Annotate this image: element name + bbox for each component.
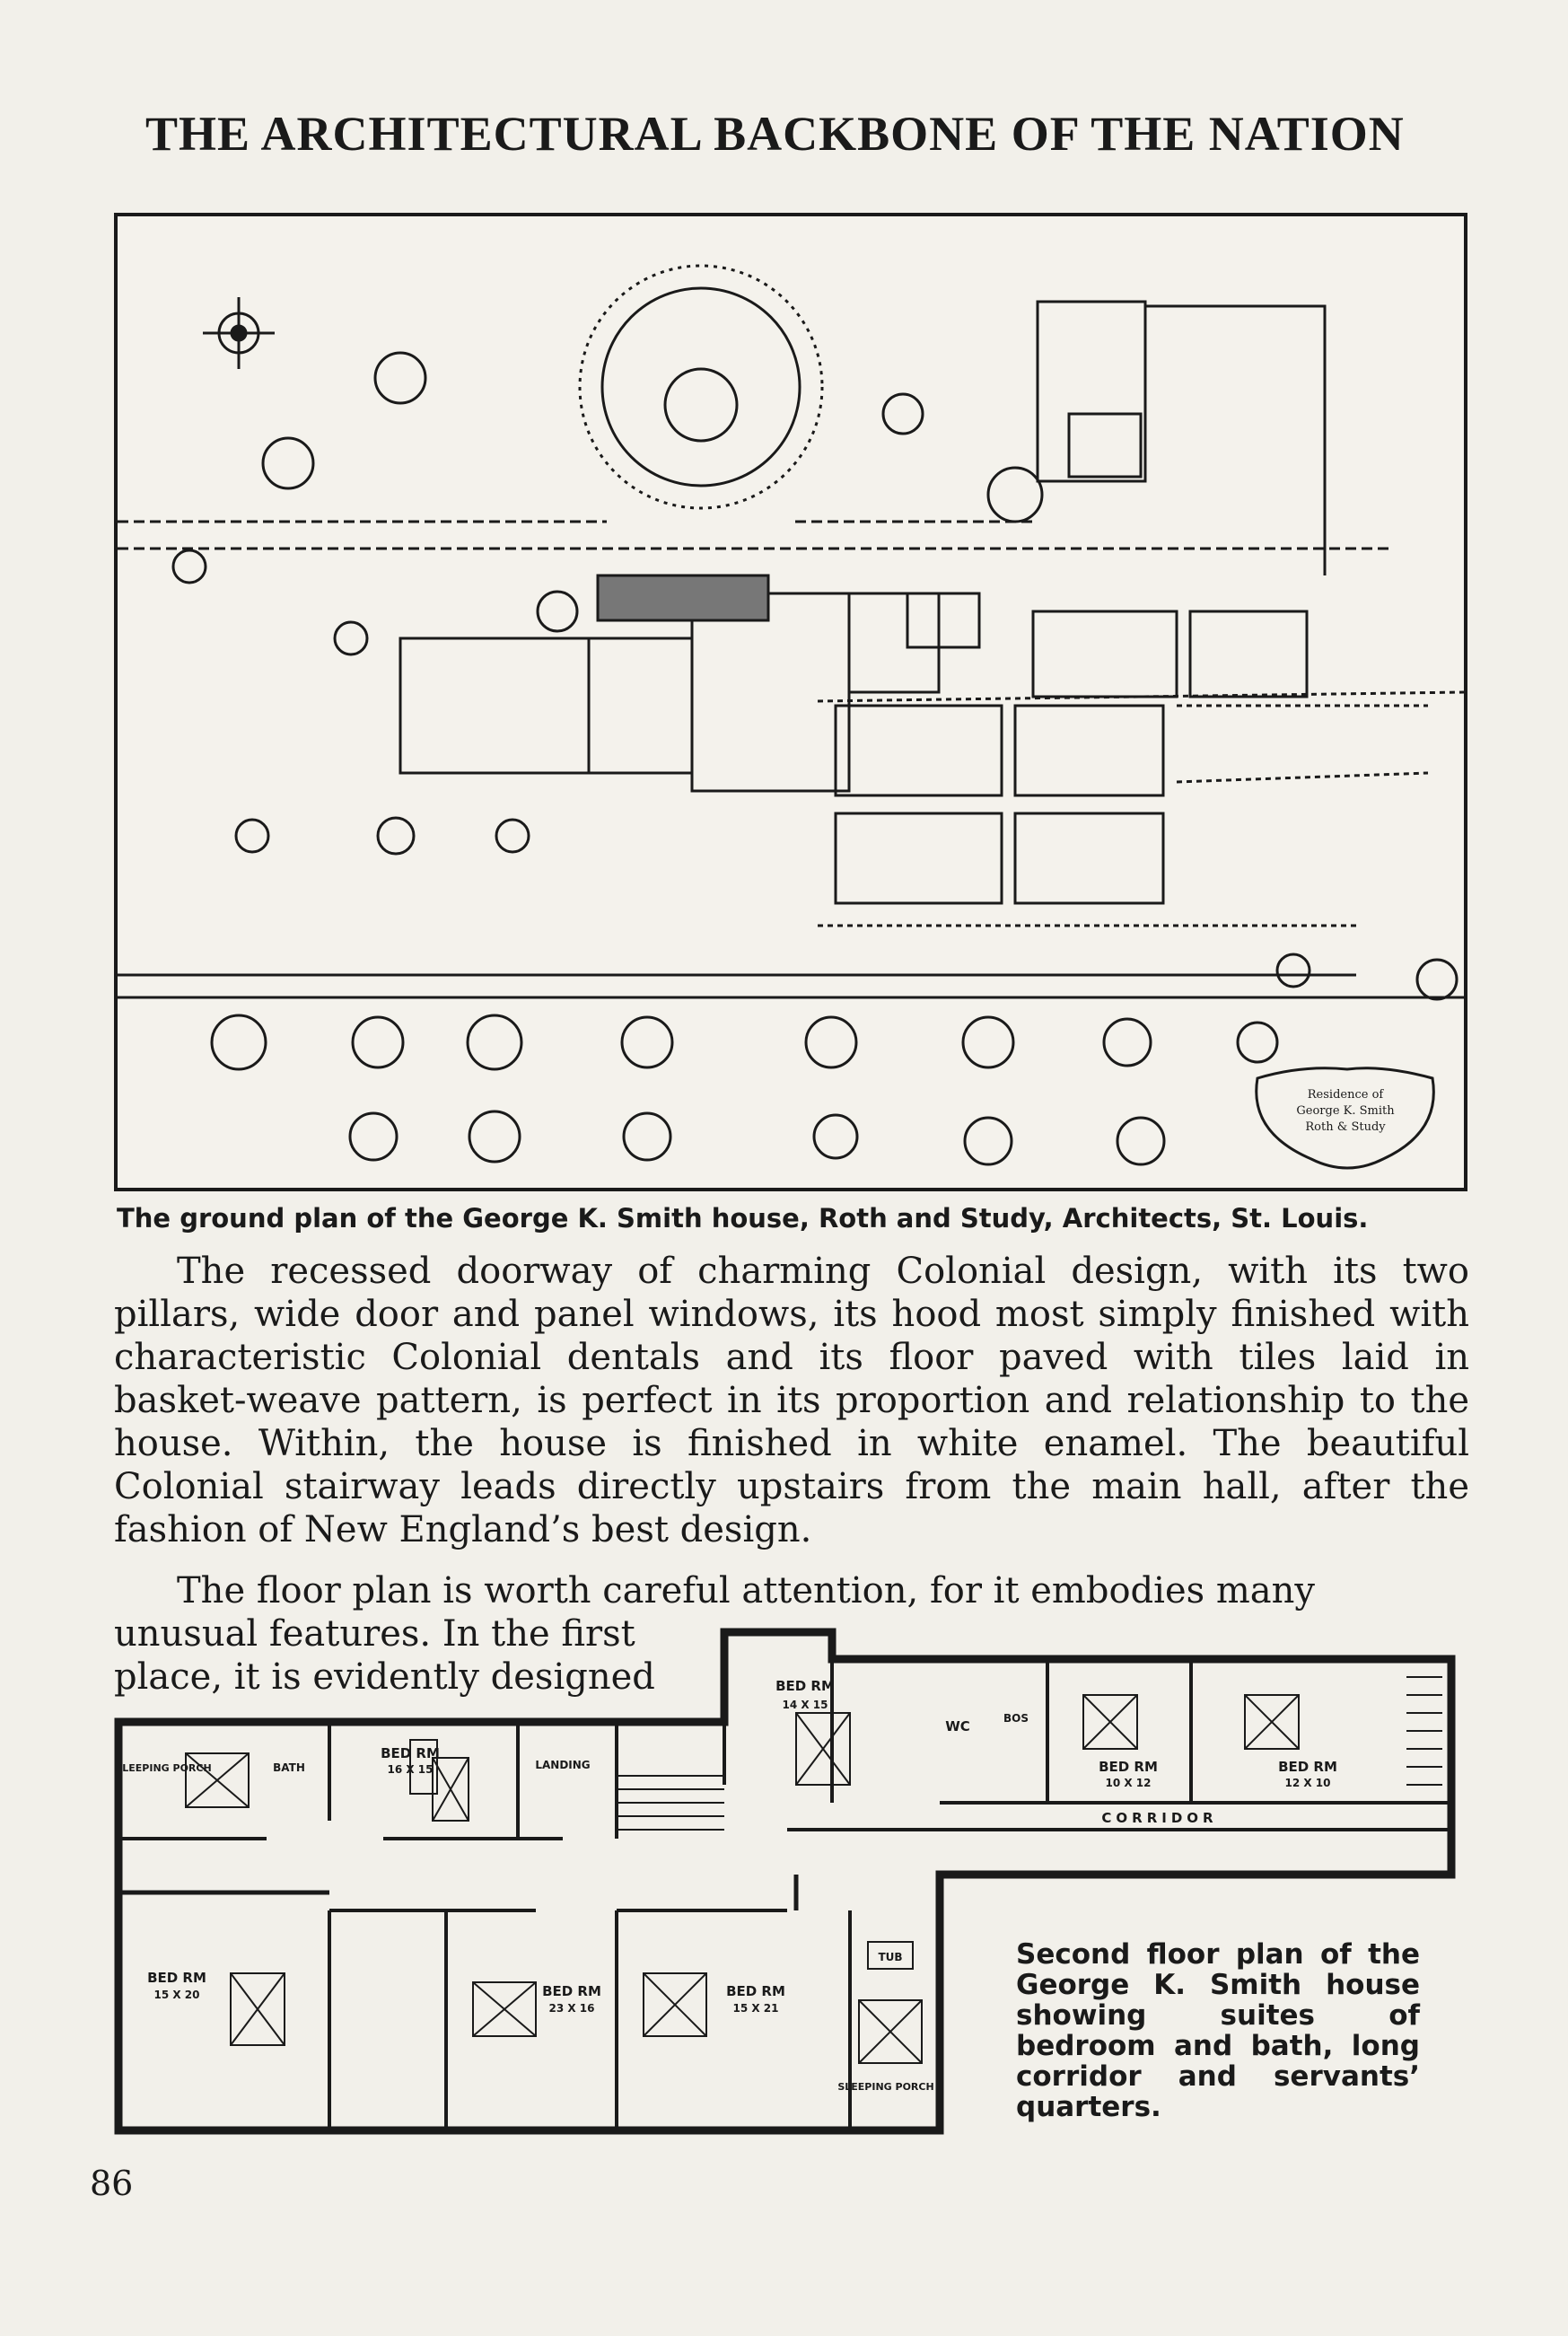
compass-rose-icon xyxy=(203,297,275,369)
ground-plan-figure: Residence of George K. Smith Roth & Stud… xyxy=(114,213,1467,1191)
label-dim-right-2: 12 X 10 xyxy=(1284,1777,1330,1789)
label-corridor: CORRIDOR xyxy=(1101,1810,1217,1826)
label-bedrm-lowerleft: BED RM xyxy=(147,1970,206,1986)
label-landing: LANDING xyxy=(535,1759,590,1771)
body-paragraph-2-line-2: unusual features. In the first xyxy=(114,1613,635,1655)
label-bath-left: BATH xyxy=(273,1761,305,1774)
cartouche-line-3: Roth & Study xyxy=(1305,1120,1386,1134)
ground-plan-drawing: Residence of George K. Smith Roth & Stud… xyxy=(118,264,1464,1170)
label-wc: WC xyxy=(945,1718,970,1734)
label-tub: TUB xyxy=(878,1951,902,1963)
page-number: 86 xyxy=(90,2164,134,2203)
second-floor-plan-caption: Second floor plan of the George K. Smith… xyxy=(1016,1938,1420,2123)
label-dim-center: 23 X 16 xyxy=(548,2002,594,2015)
body-paragraph-2-line-3: place, it is evidently designed xyxy=(114,1656,655,1698)
label-sleeping-porch-left: SLEEPING PORCH xyxy=(115,1762,211,1774)
label-bos: BOS xyxy=(1003,1712,1029,1725)
label-bedrm-center: BED RM xyxy=(542,1983,601,1999)
label-bedrm-right-1: BED RM xyxy=(1099,1759,1158,1775)
label-bedrm-top: BED RM xyxy=(775,1678,835,1694)
label-sleeping-porch-right: SLEEPING PORCH xyxy=(837,2081,933,2093)
cartouche-line-2: George K. Smith xyxy=(1296,1104,1395,1118)
cartouche-line-1: Residence of xyxy=(1308,1088,1385,1102)
label-bedrm-centerright: BED RM xyxy=(726,1983,785,1999)
ground-plan-caption: The ground plan of the George K. Smith h… xyxy=(117,1203,1369,1234)
label-dim-upperleft: 16 X 15 xyxy=(387,1763,433,1776)
body-paragraph-2-line-1: The floor plan is worth careful attentio… xyxy=(177,1570,1315,1611)
running-header: THE ARCHITECTURAL BACKBONE OF THE NATION xyxy=(145,107,1405,161)
label-dim-top: 14 X 15 xyxy=(782,1699,828,1711)
label-dim-lowerleft: 15 X 20 xyxy=(153,1989,199,2001)
label-bedrm-upperleft: BED RM xyxy=(381,1745,440,1761)
label-bedrm-right-2: BED RM xyxy=(1278,1759,1337,1775)
second-floor-plan-drawing: BED RM 14 X 15 WC BOS BED RM 10 X 12 BED… xyxy=(114,1628,1456,2135)
body-paragraph-1: The recessed doorway of charming Colonia… xyxy=(114,1251,1469,1550)
second-floor-plan-figure: BED RM 14 X 15 WC BOS BED RM 10 X 12 BED… xyxy=(114,1623,1460,2139)
label-dim-right-1: 10 X 12 xyxy=(1105,1777,1151,1789)
label-dim-centerright: 15 X 21 xyxy=(732,2002,778,2015)
